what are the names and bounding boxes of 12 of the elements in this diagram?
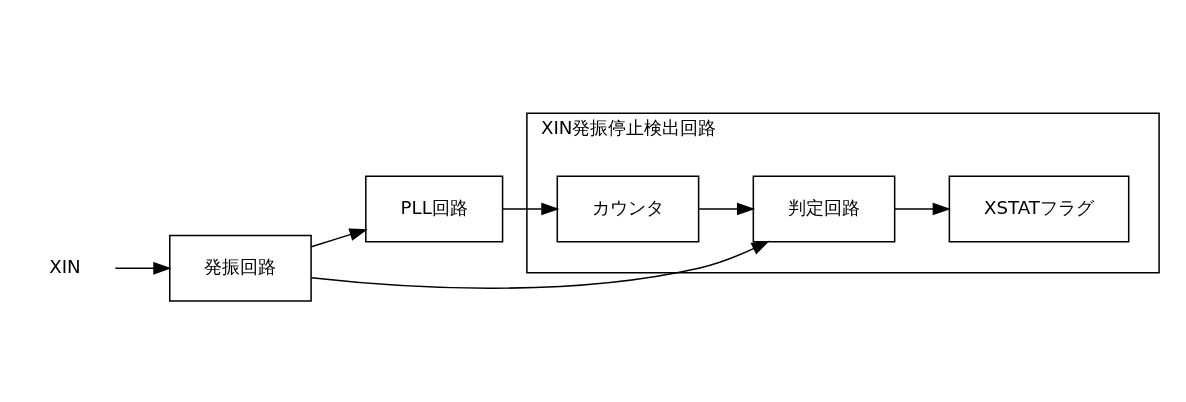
- arrow: [502, 202, 560, 216]
- arrow: [310, 228, 368, 248]
- node-box: 発振回路: [169, 234, 312, 302]
- node-box: 判定回路: [752, 175, 896, 243]
- arrow: [894, 202, 951, 216]
- node-text: XIN: [49, 255, 81, 277]
- node-box: カウンタ: [556, 175, 700, 243]
- arrow: [698, 202, 756, 216]
- arrow: [114, 261, 172, 275]
- node-box: PLL回路: [365, 175, 504, 243]
- node-box: XSTATフラグ: [948, 175, 1130, 243]
- arrow: [310, 240, 770, 289]
